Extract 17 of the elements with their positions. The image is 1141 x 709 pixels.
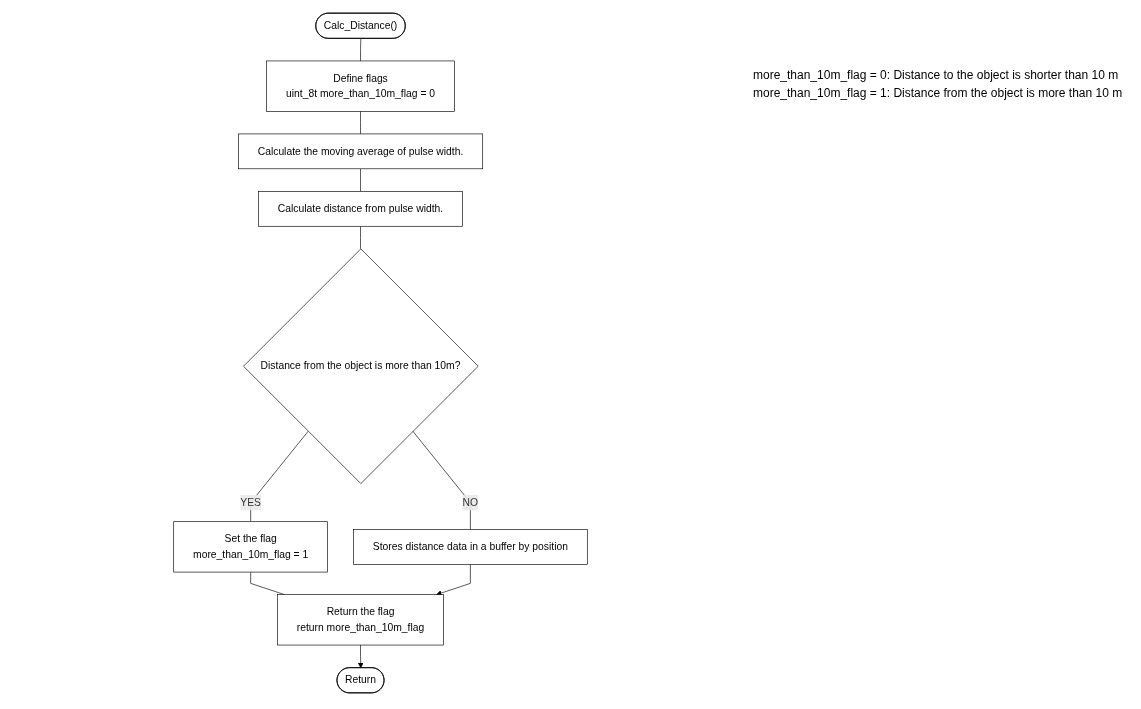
node-box: Define flags uint_8t more_than_10m_flag = 0 — [266, 60, 455, 112]
edge-label: NO — [462, 496, 479, 508]
node-box: Calculate the moving average of pulse width. — [238, 133, 484, 170]
node-box: Set the flag more_than_10m_flag = 1 — [173, 521, 328, 573]
note-text: more_than_10m_flag = 1: Distance from the object is more than 10 m — [753, 86, 1124, 100]
connector — [360, 225, 361, 250]
connector — [412, 430, 471, 530]
node-box: Calculate distance from pulse width. — [258, 191, 463, 227]
connector — [250, 430, 309, 523]
node-box: Stores distance data in a buffer by position — [353, 529, 588, 565]
edge-label: YES — [240, 496, 261, 508]
node-box: Return the flag return more_than_10m_flag — [277, 594, 444, 646]
node-diamond: Distance from the object is more than 10m? — [243, 248, 479, 484]
connector — [360, 38, 362, 62]
connector — [360, 168, 361, 192]
note-text: more_than_10m_flag = 0: Distance to the object is shorter than 10 m — [753, 68, 1120, 82]
connector — [360, 111, 361, 135]
